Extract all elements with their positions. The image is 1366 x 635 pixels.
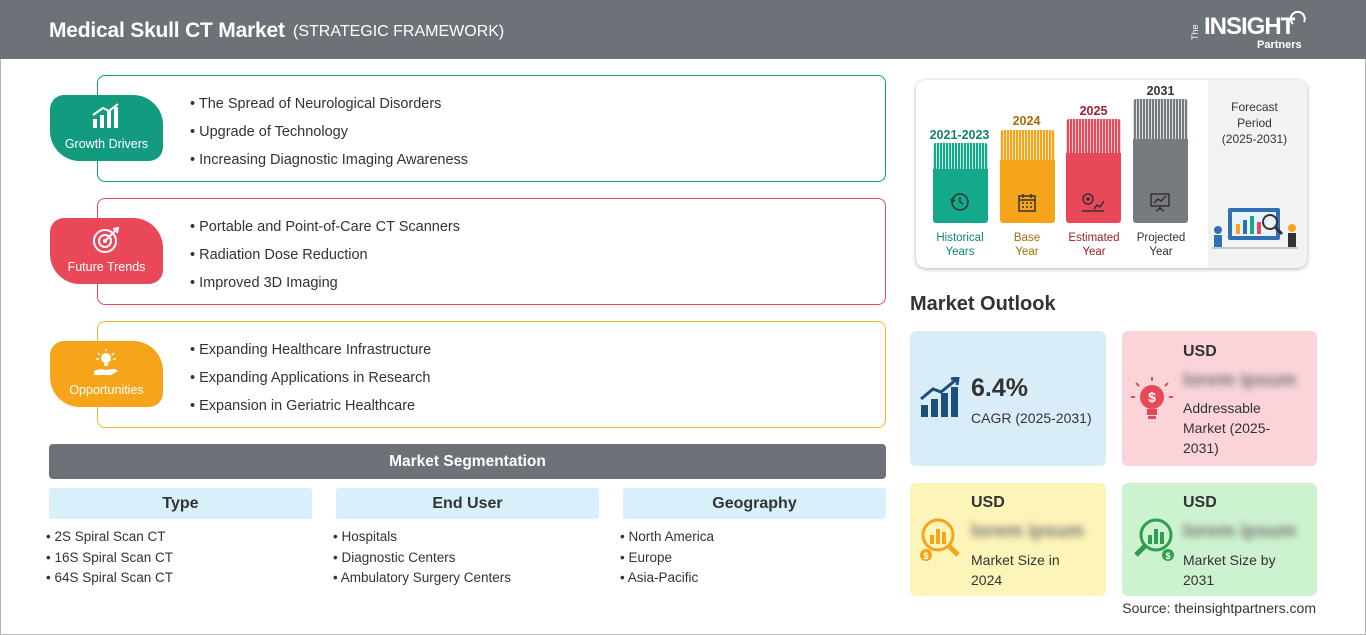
history-icon [950,193,969,211]
badge-label: Growth Drivers [64,137,149,151]
opportunities-badge: Opportunities [50,341,163,407]
blurred-value: lorem ipsum [971,521,1084,542]
timeline-bar-estimated [1066,119,1121,223]
timeline-bar-historical [933,143,988,223]
list-item: Expanding Healthcare Infrastructure [190,339,431,367]
opportunities-box: Expanding Healthcare Infrastructure Expa… [97,321,886,428]
insight-partners-logo: The INSIGHT Partners [1190,8,1320,54]
list-item: Hospitals [333,528,599,549]
magnifier-chart-icon: $ [920,518,960,561]
segment-column-type: Type 2S Spiral Scan CT 16S Spiral Scan C… [49,488,312,590]
header-bar: Medical Skull CT Market (STRATEGIC FRAME… [0,0,1366,59]
list-item: Increasing Diagnostic Imaging Awareness [190,149,468,177]
list-item: 16S Spiral Scan CT [46,549,312,570]
timeline-year: 2021-2023 [929,128,990,142]
badge-label: Opportunities [69,383,144,397]
timeline-year: 2031 [1146,84,1175,98]
svg-text:$: $ [1165,551,1170,561]
list-item: Europe [620,549,886,570]
logo-arc-icon [1290,10,1306,25]
list-item: Diagnostic Centers [333,549,599,570]
list-item: Portable and Point-of-Care CT Scanners [190,216,460,244]
cagr-card: 6.4% CAGR (2025-2031) [910,331,1106,466]
bar-growth-icon [92,103,119,128]
growth-drivers-badge: Growth Drivers [50,95,163,161]
list-item: Improved 3D Imaging [190,272,460,300]
timeline-year: 2025 [1079,104,1108,118]
growth-chart-icon [920,377,960,417]
future-trends-badge: Future Trends [50,218,163,284]
timeline-year: 2024 [1012,114,1041,128]
cagr-label: CAGR (2025-2031) [971,410,1092,426]
page-subtitle: (STRATEGIC FRAMEWORK) [293,23,505,40]
segment-header: Geography [623,488,886,519]
badge-label: Future Trends [67,260,146,274]
future-trends-box: Portable and Point-of-Care CT Scanners R… [97,198,886,305]
list-item: Expanding Applications in Research [190,367,431,395]
growth-drivers-box: The Spread of Neurological Disorders Upg… [97,75,886,182]
svg-text:$: $ [923,551,928,561]
gear-chart-icon [1082,193,1105,212]
presentation-icon [1150,193,1170,212]
segment-header: Type [49,488,312,519]
cagr-value: 6.4% [971,374,1028,402]
usd-label: USD [1183,343,1217,360]
list-item: Upgrade of Technology [190,121,468,149]
segment-header: End User [336,488,599,519]
list-item: Expansion in Geriatric Healthcare [190,395,431,423]
market-outlook-title: Market Outlook [910,293,1056,315]
page-title: Medical Skull CT Market [49,19,285,42]
segment-column-end-user: End User Hospitals Diagnostic Centers Am… [336,488,599,590]
list-item: The Spread of Neurological Disorders [190,93,468,121]
idea-hand-icon [94,349,118,375]
usd-label: USD [971,494,1005,511]
magnifier-chart-icon: $ [1134,518,1174,561]
source-credit: Source: theinsightpartners.com [1122,600,1316,616]
usd-label: USD [1183,494,1217,511]
svg-text:$: $ [1148,389,1156,405]
blurred-value: lorem ipsum [1183,521,1296,542]
list-item: Radiation Dose Reduction [190,244,460,272]
list-item: North America [620,528,886,549]
dollar-bulb-icon: $ [1131,377,1173,419]
list-item: 2S Spiral Scan CT [46,528,312,549]
timeline-bar-base [1000,130,1055,223]
timeline-bar-projected [1133,99,1188,223]
segmentation-header: Market Segmentation [49,444,886,479]
blurred-value: lorem ipsum [1183,370,1296,391]
list-item: Asia-Pacific [620,569,886,590]
segment-column-geography: Geography North America Europe Asia-Paci… [623,488,886,590]
list-item: Ambulatory Surgery Centers [333,569,599,590]
target-icon [93,226,120,253]
list-item: 64S Spiral Scan CT [46,569,312,590]
analytics-illustration-icon [1212,208,1298,249]
calendar-icon [1018,194,1036,212]
